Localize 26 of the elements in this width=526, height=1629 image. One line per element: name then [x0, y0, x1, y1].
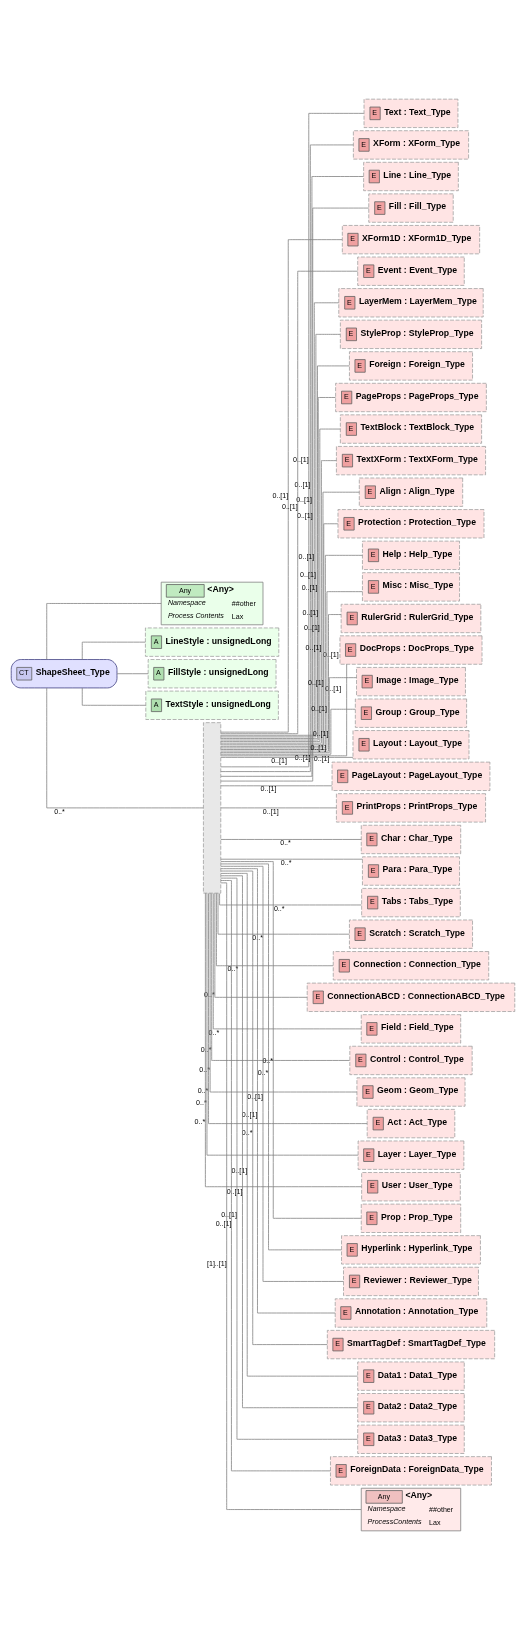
connector: [220, 756, 354, 758]
connector: [116, 672, 149, 674]
node-bar: [203, 721, 222, 894]
connector: [217, 892, 350, 935]
connector: [220, 879, 331, 1471]
connector: [220, 708, 356, 755]
connector: [220, 807, 337, 808]
connector: [220, 613, 342, 751]
connector: [220, 860, 362, 1219]
connector: [212, 892, 362, 1029]
connector: [220, 838, 362, 840]
connector: [216, 892, 334, 966]
connector: [214, 892, 308, 998]
connector: [220, 784, 333, 786]
connector: [220, 590, 363, 750]
connector: [220, 554, 363, 748]
connector: [220, 663, 348, 756]
connector: [219, 892, 362, 905]
connector: [81, 641, 146, 660]
connector: [220, 858, 363, 860]
connector: [220, 676, 357, 753]
connector: [81, 687, 147, 706]
connector: [46, 687, 204, 808]
connector: [220, 522, 339, 747]
connector: [209, 892, 358, 1092]
connector: [220, 238, 343, 733]
